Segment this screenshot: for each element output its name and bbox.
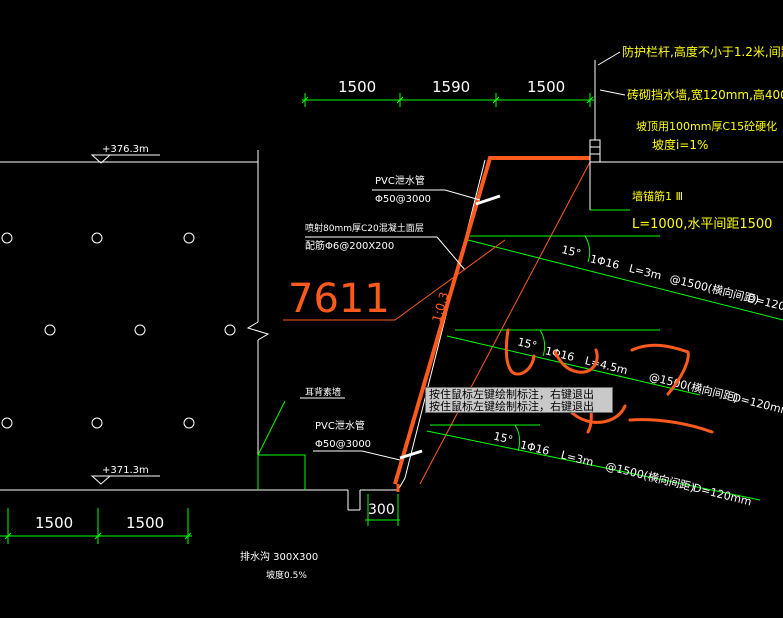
top-dim-1: 1500	[338, 78, 376, 96]
top-dim-3: 1500	[527, 78, 565, 96]
toe-fill-note: 耳背素墙	[305, 386, 341, 398]
nail-1-length: L=3m	[628, 262, 663, 283]
nail-3-diameter: D=120mm	[692, 481, 753, 508]
guardrail-note: 防护栏杆,高度不小于1.2米,间距2.0m,设	[622, 44, 783, 59]
nail-2-length: L=4.5m	[584, 354, 629, 377]
soil-nail-lines	[426, 209, 783, 501]
pvc-pipe-bottom	[399, 449, 423, 460]
slope-face	[393, 156, 591, 492]
nail-1-angle: 15°	[560, 243, 582, 260]
elevation-upper-label: +376.3m	[102, 144, 149, 155]
toe-dim-label: 300	[368, 502, 395, 518]
elevation-marker-upper: +376.3m	[90, 144, 160, 164]
anchor-note: 墙锚筋1 Ⅲ	[632, 189, 683, 203]
nail-1-diameter: D=120	[746, 291, 783, 313]
nail-2-pitch: @1500(横向间距)	[648, 369, 740, 405]
top-dim-2: 1590	[432, 78, 470, 96]
drain-box	[257, 400, 306, 490]
markup-big-number: 7611	[288, 276, 390, 322]
parapet-wall	[589, 60, 601, 210]
nail-3-pitch: @1500(横向间距)	[604, 459, 696, 495]
nail-3-angle: 15°	[492, 430, 514, 447]
pvc-top-spec: Φ50@3000	[375, 194, 431, 205]
nail-label-1: 15° 1Φ16 L=3m @1500(横向间距) D=120	[560, 243, 783, 313]
bottom-dim-2: 1500	[126, 514, 164, 532]
slope-top-note: 坡顶用100mm厚C15砼硬化	[636, 119, 777, 133]
nail-2-angle: 15°	[516, 335, 538, 352]
shotcrete-note: 喷射80mm厚C20混凝土面层	[305, 222, 424, 234]
elevation-marker-lower: +371.3m	[90, 465, 160, 485]
bottom-dimension-line	[0, 508, 192, 544]
mesh-note: 配筋Φ6@200X200	[305, 239, 394, 252]
cad-command-tooltip: 按住鼠标左键绘制标注，右键退出 按住鼠标左键绘制标注，右键退出	[425, 387, 613, 413]
slope-grade-note: 坡度i=1%	[652, 137, 708, 152]
nail-label-3: 15° 1Φ16 L=3m @1500(横向间距) D=120mm	[492, 430, 753, 509]
nail-2-diameter: D=120mm	[731, 391, 783, 418]
drain-slope-note: 坡度0.5%	[266, 569, 307, 581]
elevation-lower-label: +371.3m	[102, 465, 149, 476]
drain-ditch-note: 排水沟 300X300	[240, 550, 318, 563]
toe-dimension	[365, 494, 400, 526]
retaining-wall-note: 砖砌挡水墙,宽120mm,高400mm,20	[627, 87, 783, 102]
pvc-top-name: PVC泄水管	[375, 174, 425, 187]
pvc-bottom-name: PVC泄水管	[315, 419, 365, 432]
pvc-bottom-spec: Φ50@3000	[315, 439, 371, 450]
bottom-dim-1: 1500	[35, 514, 73, 532]
nail-3-spec: 1Φ16	[519, 438, 551, 458]
anchor-spacing-note: L=1000,水平间距1500	[632, 217, 772, 232]
nail-1-spec: 1Φ16	[589, 252, 621, 272]
nail-3-length: L=3m	[560, 448, 595, 469]
tooltip-line-1: 按住鼠标左键绘制标注，右键退出	[429, 388, 594, 401]
top-dimension-line	[301, 93, 594, 107]
leader-lines	[300, 51, 626, 461]
ground-lines	[0, 150, 783, 511]
markup-leader	[283, 239, 506, 321]
soil-hatch-circles	[1, 232, 236, 429]
tooltip-line-2: 按住鼠标左键绘制标注，右键退出	[429, 400, 594, 413]
pvc-pipe-top	[475, 194, 501, 206]
